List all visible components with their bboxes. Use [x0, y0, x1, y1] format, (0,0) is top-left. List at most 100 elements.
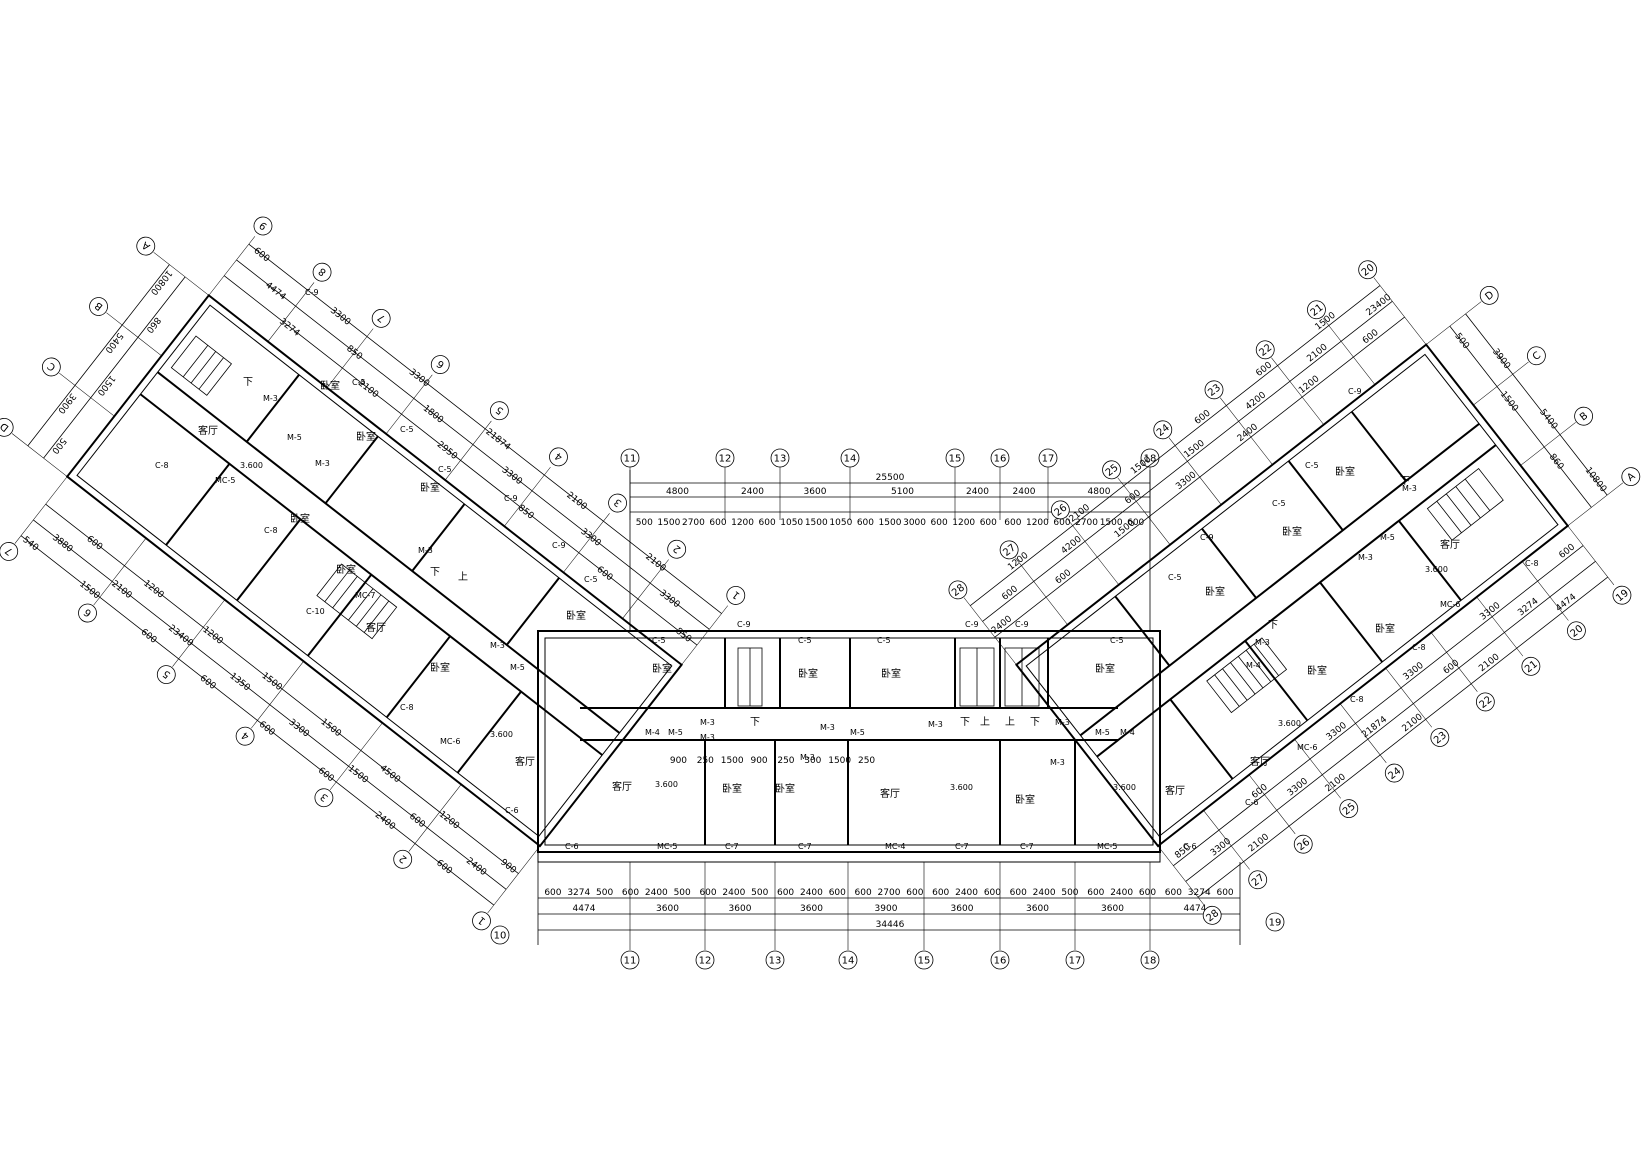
dimension-value: 600 — [1010, 888, 1027, 898]
right-wing-partition — [1201, 528, 1257, 599]
dimension-value: 600 — [829, 888, 846, 898]
axis-19: 19 — [1612, 585, 1632, 605]
dimension-value: 4800 — [666, 487, 689, 497]
axis-11: 11 — [620, 950, 640, 970]
axis-line — [1219, 397, 1273, 465]
axis-line — [1294, 739, 1341, 799]
axis-5: 5 — [489, 401, 509, 421]
axis-line — [385, 374, 433, 435]
dimension-value: 500 — [49, 436, 68, 456]
axis-bubble — [1612, 585, 1632, 605]
dimension-value: 1800 — [421, 404, 445, 426]
right-wing-stair — [1206, 637, 1288, 714]
axis-17: 17 — [1038, 448, 1058, 468]
stair-down-label: 下 — [1268, 620, 1278, 631]
axis-bubble — [608, 493, 627, 513]
axis-line — [172, 599, 225, 667]
axis-label: 17 — [1042, 454, 1055, 465]
axis-bubble — [371, 308, 391, 328]
dimension-value: 600 — [84, 534, 104, 553]
dimension-value: 4800 — [1088, 487, 1111, 497]
dimension-value: 3300 — [407, 367, 431, 389]
axis-bubble — [253, 216, 273, 236]
axis-bubble — [393, 849, 413, 869]
dimension-value: 5400 — [1537, 407, 1559, 431]
axis-12: 12 — [715, 448, 735, 468]
dimension-value: 300 — [804, 756, 821, 766]
dimension-value: 23400 — [166, 623, 195, 649]
window-tag: C-8 — [1412, 643, 1426, 652]
right-wing-dim-line — [1465, 313, 1608, 496]
axis-line — [1271, 357, 1324, 425]
axis-15: 15 — [945, 448, 965, 468]
axis-bubble — [990, 448, 1010, 468]
window-tag: C-5 — [438, 465, 452, 474]
dimension-value: 2100 — [643, 552, 667, 574]
dimension-value: 2950 — [435, 440, 459, 462]
door-tag: M-3 — [928, 720, 943, 729]
dimension-value: 2400 — [741, 487, 764, 497]
window-tag: C-6 — [1245, 798, 1259, 807]
axis-label: 5 — [494, 404, 506, 417]
axis-bubble — [1293, 834, 1313, 854]
axis-B: B — [1574, 406, 1594, 426]
axis-label: 14 — [842, 956, 855, 967]
axis-3: 3 — [314, 788, 334, 808]
axis-label: 4 — [553, 450, 565, 463]
dimension-value: 5100 — [891, 487, 914, 497]
axis-line — [1157, 845, 1205, 906]
axis-bubble — [549, 447, 568, 467]
dimension-value: 2700 — [878, 888, 901, 898]
axis-13: 13 — [770, 448, 790, 468]
room-label-bedroom: 卧室 — [1335, 465, 1355, 478]
axis-line — [11, 433, 68, 477]
window-tag: C-5 — [1110, 636, 1124, 645]
axis-line — [1066, 517, 1120, 585]
dimension-value: 600 — [139, 627, 159, 646]
dimension-value: 1500 — [1498, 390, 1520, 414]
dimension-value: 500 — [636, 518, 653, 528]
dimension-value: 21874 — [1360, 715, 1389, 741]
dimension-value: 3300 — [657, 588, 681, 610]
axis-label: 3 — [612, 496, 624, 509]
axis-bubble — [620, 448, 640, 468]
axis-line — [1373, 277, 1427, 345]
stair-down-label: 下 — [1400, 476, 1410, 487]
axis-bubble — [1248, 870, 1268, 890]
center-balcony — [537, 851, 1161, 863]
axis-bubble — [490, 925, 510, 945]
door-tag: M-5 — [668, 728, 683, 737]
axis-bubble — [945, 448, 965, 468]
axis-label: 7 — [3, 544, 15, 557]
axis-bubble — [1153, 420, 1173, 440]
dimension-value: 600 — [931, 518, 948, 528]
window-tag: C-9 — [504, 494, 518, 503]
elevation-mark: 3.600 — [490, 730, 513, 739]
room-label-bedroom: 卧室 — [1282, 525, 1302, 538]
axis-bubble — [0, 542, 19, 561]
dimension-value: 850 — [673, 626, 693, 645]
axis-bubble — [1567, 621, 1586, 641]
dimension-value: 600 — [699, 888, 716, 898]
window-tag: C-5 — [877, 636, 891, 645]
dimension-value: 250 — [777, 756, 794, 766]
axis-bubble — [695, 950, 715, 970]
axis-line — [622, 559, 669, 619]
axis-label: 11 — [624, 956, 637, 967]
stair-down-label: 下 — [243, 377, 253, 388]
axis-A: A — [136, 236, 156, 256]
left-wing-outer-wall — [65, 293, 684, 848]
axis-21: 21 — [1521, 656, 1541, 676]
axis-bubble — [1384, 763, 1404, 783]
dimension-value: 1500 — [721, 756, 744, 766]
room-label-bedroom: 卧室 — [798, 667, 818, 680]
dimension-value: 3600 — [951, 904, 974, 914]
right-wing-partition — [1169, 698, 1234, 780]
room-label-living: 客厅 — [1440, 538, 1460, 551]
left-wing-partition — [324, 435, 379, 504]
axis-20: 20 — [1358, 260, 1378, 280]
